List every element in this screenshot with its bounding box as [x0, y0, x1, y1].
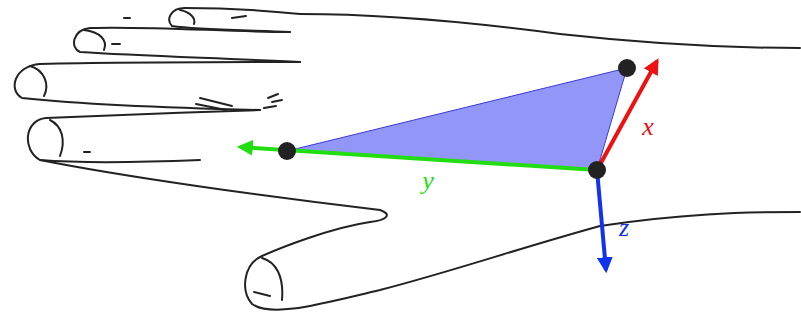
axis-label: x [642, 114, 654, 140]
z-axis-arrow [597, 170, 606, 270]
x-axis-arrow [597, 61, 657, 170]
marker-dot [618, 59, 636, 77]
marker-dot [588, 161, 606, 179]
axis-label: y [422, 168, 434, 194]
axis-label: z [619, 215, 629, 241]
marker-dot [278, 142, 296, 160]
hand-outline [15, 8, 800, 310]
